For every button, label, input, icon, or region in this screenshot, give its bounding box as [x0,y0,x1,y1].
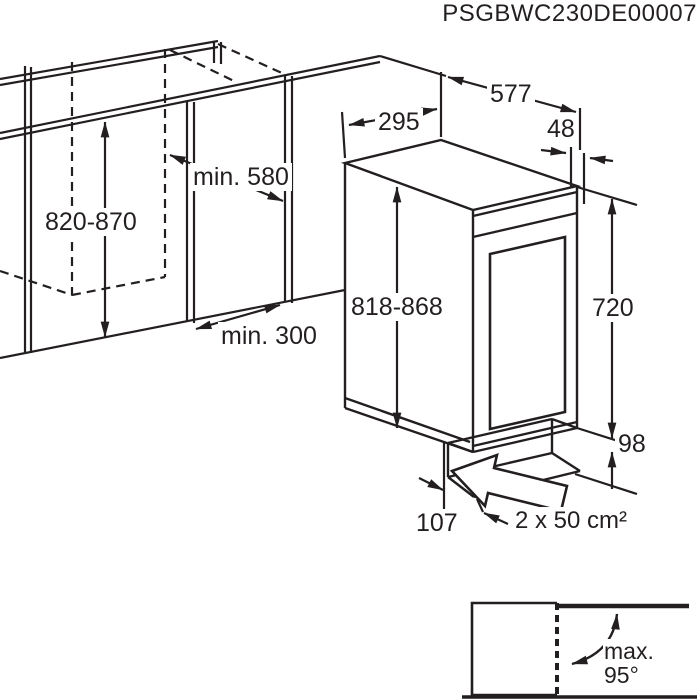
dim-floor-clearance [195,303,281,331]
dim-niche-height-label: 820-870 [42,208,140,237]
appliance-outline [340,138,582,499]
door-panel [488,235,567,431]
dim-plinth-recess-label: 107 [413,509,461,538]
airflow-arrow [449,452,569,513]
dim-plinth-height-label: 98 [615,430,649,459]
door-angle-value-label: 95° [603,662,640,688]
dim-plinth-recess [418,441,509,525]
dim-door-height-label: 720 [589,294,637,323]
product-code: PSGBWC230DE00007 [441,0,698,28]
dim-rear-gap-label: 48 [546,115,576,143]
dim-rear-gap [540,146,614,204]
inset-cabinet-box [470,601,557,697]
dim-niche-depth-label: min. 580 [190,163,292,192]
dim-plinth-height [574,451,638,496]
door-swing-inset [462,601,697,699]
dim-appliance-height-label: 818-868 [348,293,446,322]
dim-appliance-depth-label: 577 [487,80,535,109]
dim-appliance-width-label: 295 [375,108,423,137]
door-angle-max-label: max. [603,638,655,664]
dim-floor-clearance-label: min. 300 [218,322,320,351]
ventilation-area-label: 2 x 50 cm² [512,507,631,535]
